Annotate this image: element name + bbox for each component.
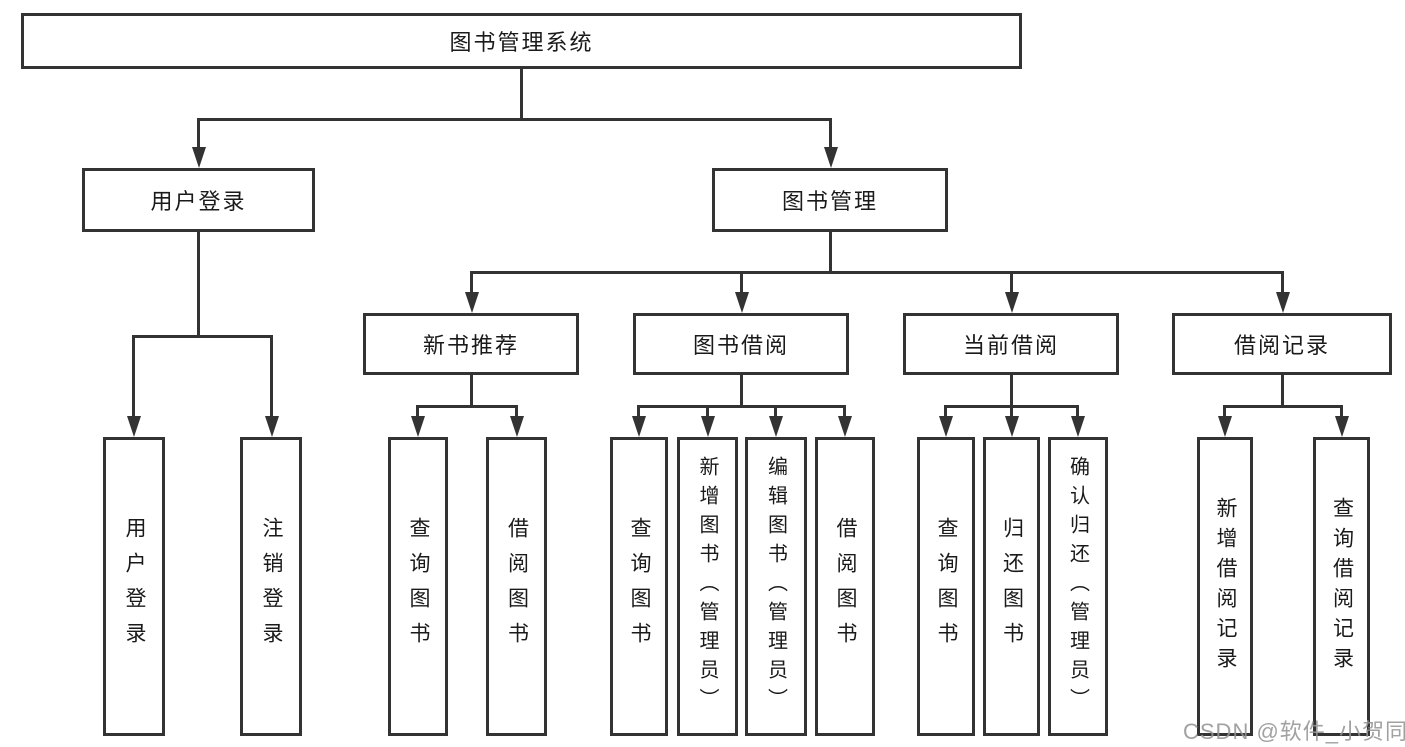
node-book-management: 图书管理	[712, 168, 948, 232]
arrow-to-new-book-recommend	[470, 274, 473, 292]
connector-g2-hline	[637, 405, 846, 408]
leaf-g3-confirm-return-admin: 确认归还（管理员）	[1048, 437, 1108, 736]
arrow-to-leaf-logout	[270, 338, 273, 416]
leaf-g3-query-books-label: 查询图书	[935, 516, 958, 657]
node-user-login: 用户登录	[82, 168, 315, 232]
leaf-g2-borrow-books: 借阅图书	[815, 437, 875, 736]
arrow-g3-query-books	[944, 408, 947, 416]
arrow-to-user-login	[197, 121, 200, 147]
leaf-g2-add-book-admin-label: 新增图书（管理员）	[696, 456, 718, 717]
arrow-g2-edit-book	[774, 408, 777, 416]
arrow-to-borrowing-records	[1281, 274, 1284, 292]
node-book-borrowing-label: 图书借阅	[692, 333, 789, 358]
leaf-user-login: 用户登录	[103, 437, 165, 736]
arrow-g1-query-books	[416, 408, 419, 416]
leaf-g4-add-borrow-record-label: 新增借阅记录	[1214, 496, 1237, 677]
node-new-book-recommend-label: 新书推荐	[422, 333, 519, 358]
node-current-borrowing: 当前借阅	[903, 313, 1119, 375]
node-user-login-label: 用户登录	[150, 189, 247, 214]
arrow-g2-borrow-books	[843, 408, 846, 416]
node-root: 图书管理系统	[21, 13, 1022, 69]
node-borrowing-records-label: 借阅记录	[1233, 333, 1330, 358]
connector-g3-stem	[1010, 375, 1013, 408]
leaf-g2-borrow-books-label: 借阅图书	[834, 516, 857, 657]
leaf-user-login-label: 用户登录	[123, 516, 146, 657]
arrow-to-leaf-user-login	[132, 338, 135, 416]
connector-g1-hline	[416, 405, 518, 408]
connector-g3-hline	[944, 405, 1079, 408]
leaf-g3-return-books-label: 归还图书	[1000, 516, 1024, 657]
leaf-g2-add-book-admin: 新增图书（管理员）	[677, 437, 738, 736]
connector-root-stem	[520, 69, 523, 121]
leaf-g3-query-books: 查询图书	[917, 437, 975, 736]
node-book-borrowing: 图书借阅	[633, 313, 849, 375]
leaf-g3-confirm-return-admin-label: 确认归还（管理员）	[1066, 456, 1089, 717]
node-current-borrowing-label: 当前借阅	[962, 333, 1059, 358]
leaf-g2-query-books: 查询图书	[610, 437, 668, 736]
arrow-g3-confirm-return	[1076, 408, 1079, 416]
arrow-g2-query-books	[637, 408, 640, 416]
arrow-to-book-management	[829, 121, 832, 147]
node-new-book-recommend: 新书推荐	[363, 313, 579, 375]
leaf-g1-query-books-label: 查询图书	[407, 516, 430, 657]
connector-level2-hline	[197, 118, 832, 121]
arrow-g4-add-record	[1223, 408, 1226, 416]
arrow-to-book-borrowing	[740, 274, 743, 292]
connector-g2-stem	[740, 375, 743, 408]
connector-book-management-stem	[829, 232, 832, 274]
node-book-management-label: 图书管理	[781, 189, 878, 214]
connector-g4-hline	[1223, 405, 1343, 408]
leaf-g2-edit-book-admin-label: 编辑图书（管理员）	[764, 456, 787, 717]
leaf-logout: 注销登录	[240, 437, 302, 736]
leaf-g4-query-borrow-record-label: 查询借阅记录	[1330, 496, 1354, 677]
leaf-g2-edit-book-admin: 编辑图书（管理员）	[745, 437, 807, 736]
leaf-g1-query-books: 查询图书	[388, 437, 448, 736]
arrow-g3-return-books	[1010, 408, 1013, 416]
connector-user-login-hline	[132, 335, 273, 338]
arrow-to-current-borrowing	[1010, 274, 1013, 292]
node-borrowing-records: 借阅记录	[1172, 313, 1392, 375]
connector-level3-hline	[470, 271, 1284, 274]
leaf-g1-borrow-books: 借阅图书	[486, 437, 547, 736]
leaf-logout-label: 注销登录	[260, 516, 283, 657]
arrow-g1-borrow-books	[515, 408, 518, 416]
leaf-g3-return-books: 归还图书	[983, 437, 1040, 736]
csdn-watermark: CSDN @软件_小贺同学	[1183, 719, 1405, 744]
arrow-g4-query-record	[1340, 408, 1343, 416]
connector-g4-stem	[1281, 375, 1284, 408]
leaf-g2-query-books-label: 查询图书	[628, 516, 651, 657]
leaf-g4-query-borrow-record: 查询借阅记录	[1313, 437, 1370, 736]
leaf-g1-borrow-books-label: 借阅图书	[505, 516, 529, 657]
connector-g1-stem	[470, 375, 473, 408]
leaf-g4-add-borrow-record: 新增借阅记录	[1197, 437, 1253, 736]
connector-user-login-stem	[197, 232, 200, 338]
arrow-g2-add-book	[706, 408, 709, 416]
node-root-label: 图书管理系统	[449, 30, 594, 55]
